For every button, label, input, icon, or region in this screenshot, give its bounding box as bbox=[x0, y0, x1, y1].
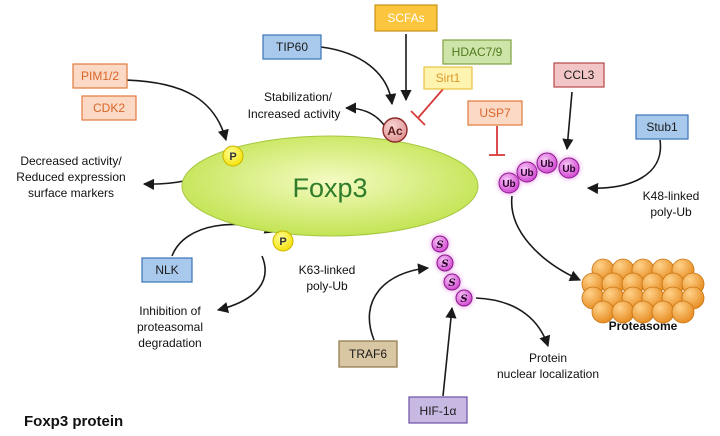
acetyl-mark: Ac bbox=[382, 117, 408, 143]
svg-text:S: S bbox=[436, 240, 443, 251]
svg-text:Ub: Ub bbox=[520, 168, 533, 179]
svg-text:K48-linked: K48-linked bbox=[643, 189, 700, 203]
svg-text:Ac: Ac bbox=[387, 124, 403, 138]
svg-text:poly-Ub: poly-Ub bbox=[306, 279, 348, 293]
box-tip60: TIP60 bbox=[262, 34, 322, 60]
arrow-stub1-to-ub bbox=[586, 139, 662, 195]
inhibit-sirt1-hdac bbox=[417, 87, 445, 119]
inhibitions bbox=[410, 87, 505, 156]
svg-text:Reduced expression: Reduced expression bbox=[16, 170, 125, 184]
svg-text:P: P bbox=[279, 236, 286, 248]
k63-bead: S bbox=[431, 235, 449, 253]
arrow-tip60-to-ac bbox=[320, 46, 397, 106]
box-cdk2: CDK2 bbox=[81, 95, 137, 121]
box-hdac: HDAC7/9 bbox=[442, 39, 512, 65]
box-ccl3: CCL3 bbox=[553, 62, 605, 88]
label-k48: K48-linked poly-Ub bbox=[643, 189, 700, 219]
box-traf6: TRAF6 bbox=[338, 340, 398, 368]
svg-text:Sirt1: Sirt1 bbox=[436, 71, 461, 85]
ub-bead: Ub bbox=[516, 161, 538, 183]
box-hif: HIF-1α bbox=[408, 396, 468, 424]
proteasome-graphic bbox=[581, 258, 705, 324]
label-stabilization: Stabilization/ Increased activity bbox=[248, 90, 341, 121]
svg-text:Protein: Protein bbox=[529, 351, 567, 365]
svg-text:Ub: Ub bbox=[540, 159, 553, 170]
arrow-ub-to-proteasome bbox=[510, 195, 582, 281]
svg-text:nuclear localization: nuclear localization bbox=[497, 367, 599, 381]
phospho-mark-bottom: P bbox=[272, 230, 294, 252]
box-pim: PIM1/2 bbox=[72, 63, 128, 89]
svg-text:surface markers: surface markers bbox=[28, 186, 114, 200]
svg-text:Increased activity: Increased activity bbox=[248, 107, 341, 121]
k63-ub-chain: S S S S bbox=[431, 235, 473, 307]
foxp3-protein: Foxp3 bbox=[181, 135, 479, 237]
svg-text:CCL3: CCL3 bbox=[564, 68, 595, 82]
svg-text:S: S bbox=[448, 278, 455, 289]
svg-text:P: P bbox=[229, 151, 236, 163]
arrow-ac-to-stabilization bbox=[344, 102, 387, 129]
svg-text:Stabilization/: Stabilization/ bbox=[264, 90, 333, 104]
arrow-ccl3-to-ub bbox=[562, 91, 574, 151]
inhibit-sirt1-hdac-bar bbox=[410, 110, 426, 126]
svg-text:S: S bbox=[460, 294, 467, 305]
label-inhibition: Inhibition of proteasomal degradation bbox=[137, 304, 203, 350]
box-nlk: NLK bbox=[141, 257, 193, 283]
svg-text:USP7: USP7 bbox=[479, 106, 511, 120]
svg-text:Inhibition of: Inhibition of bbox=[139, 304, 201, 318]
proteasome-label: Proteasome bbox=[609, 319, 678, 333]
svg-text:Ub: Ub bbox=[502, 179, 515, 190]
svg-text:NLK: NLK bbox=[155, 263, 178, 277]
box-stub1: Stub1 bbox=[635, 114, 689, 140]
foxp3-label: Foxp3 bbox=[292, 173, 367, 203]
arrow-k63-to-nuclear bbox=[475, 297, 551, 348]
svg-text:HDAC7/9: HDAC7/9 bbox=[452, 45, 503, 59]
ub-bead: Ub bbox=[536, 152, 558, 174]
k63-bead: S bbox=[455, 289, 473, 307]
svg-text:Stub1: Stub1 bbox=[646, 120, 678, 134]
ub-bead: Ub bbox=[558, 157, 580, 179]
arrow-hif-to-k63 bbox=[442, 306, 457, 397]
box-sirt1: Sirt1 bbox=[423, 66, 473, 90]
figure-caption: Foxp3 protein bbox=[24, 413, 123, 430]
box-usp7: USP7 bbox=[467, 100, 523, 126]
arrow-pim-to-p bbox=[125, 79, 229, 142]
svg-text:proteasomal: proteasomal bbox=[137, 320, 203, 334]
k63-bead: S bbox=[443, 273, 461, 291]
svg-text:Ub: Ub bbox=[562, 164, 575, 175]
svg-text:TIP60: TIP60 bbox=[276, 40, 308, 54]
svg-text:HIF-1α: HIF-1α bbox=[420, 404, 457, 418]
ub-bead: Ub bbox=[498, 172, 520, 194]
svg-text:PIM1/2: PIM1/2 bbox=[81, 69, 119, 83]
svg-text:TRAF6: TRAF6 bbox=[349, 347, 387, 361]
arrow-p-to-inhibition bbox=[216, 255, 266, 313]
svg-text:CDK2: CDK2 bbox=[93, 101, 125, 115]
svg-text:SCFAs: SCFAs bbox=[387, 11, 424, 25]
svg-text:poly-Ub: poly-Ub bbox=[650, 205, 692, 219]
box-scfas: SCFAs bbox=[374, 4, 438, 32]
svg-text:K63-linked: K63-linked bbox=[299, 263, 356, 277]
label-decreased: Decreased activity/ Reduced expression s… bbox=[16, 154, 125, 200]
arrow-traf6-to-k63 bbox=[368, 263, 430, 341]
k63-bead: S bbox=[436, 254, 454, 272]
phospho-mark-top: P bbox=[222, 145, 244, 167]
svg-text:degradation: degradation bbox=[138, 336, 201, 350]
label-nuclear: Protein nuclear localization bbox=[497, 351, 599, 381]
svg-text:Decreased activity/: Decreased activity/ bbox=[20, 154, 122, 168]
k48-ub-chain: Ub Ub Ub Ub bbox=[498, 152, 580, 194]
svg-text:S: S bbox=[441, 259, 448, 270]
label-k63: K63-linked poly-Ub bbox=[299, 263, 356, 293]
proteasome-sphere bbox=[671, 300, 695, 324]
